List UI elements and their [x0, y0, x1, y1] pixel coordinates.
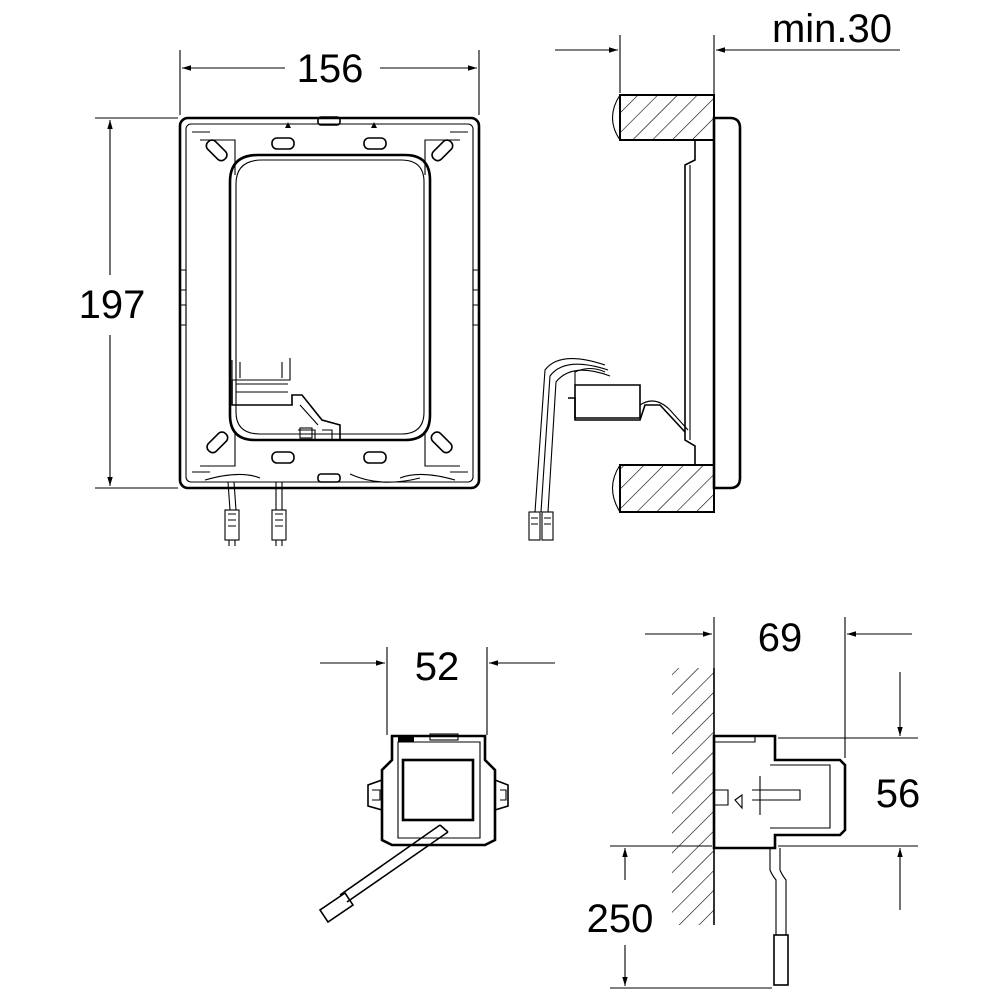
box-front-window: [401, 758, 475, 822]
frame-outline: [178, 116, 481, 490]
dim-frame-height: 197: [79, 117, 178, 489]
inner-connector: [231, 358, 341, 440]
box-side-view: 69 56 250: [587, 616, 920, 989]
dim-box-height: 56: [778, 672, 920, 910]
frame-side-view: min.30: [528, 7, 900, 541]
frame-front-view: 156 197: [79, 47, 481, 546]
dim-box-width: 52: [320, 645, 555, 735]
box-front-body: [380, 734, 497, 847]
dim-label-197: 197: [79, 283, 146, 327]
dim-frame-width: 156: [179, 47, 480, 115]
side-cables: [528, 358, 611, 541]
dim-label-52: 52: [415, 645, 460, 689]
frame-cables: [204, 473, 456, 546]
box-side-body: [712, 734, 847, 850]
dim-label-250: 250: [587, 897, 654, 941]
side-connector: [568, 367, 689, 433]
dim-label-156: 156: [297, 47, 364, 91]
dim-box-depth: 69: [645, 616, 912, 758]
dim-wall-thickness: min.30: [555, 7, 900, 116]
dim-label-min30: min.30: [772, 7, 892, 51]
dim-cable-length: 250: [587, 845, 772, 989]
mounting-slots: [205, 116, 454, 483]
box-front-view: 52: [318, 645, 555, 924]
frame-opening: [228, 153, 432, 442]
dim-label-56: 56: [876, 772, 921, 816]
dim-label-69: 69: [758, 616, 803, 660]
cover-plate: [712, 116, 742, 490]
